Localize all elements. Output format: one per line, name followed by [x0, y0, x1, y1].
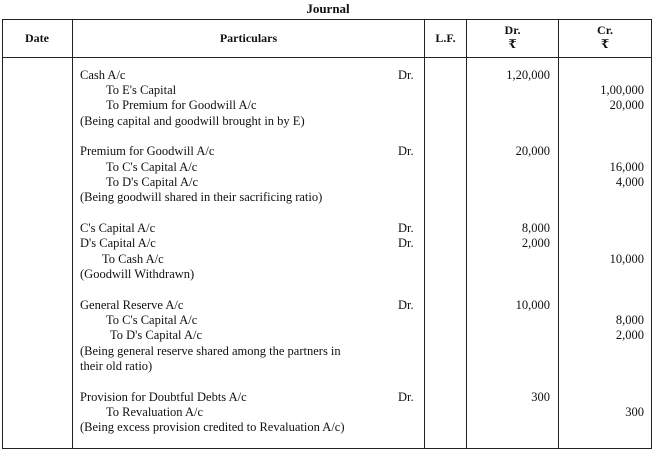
entry-narration: (Being general reserve shared among the … [80, 344, 341, 358]
dr-marker: Dr. [398, 221, 414, 235]
entry-line-text: To C's Capital A/c [106, 313, 198, 327]
dr-marker: Dr. [398, 298, 414, 312]
entry-line-text: D's Capital A/c [80, 236, 156, 250]
credit-amount: 8,000 [615, 313, 644, 327]
dr-marker: Dr. [398, 68, 414, 82]
entry-narration: (Being goodwill shared in their sacrific… [80, 190, 323, 204]
entry-line-text: General Reserve A/c [80, 298, 184, 312]
entry-line-text: Provision for Doubtful Debts A/c [80, 390, 247, 404]
entry-narration: (Being excess provision credited to Reva… [80, 420, 345, 434]
date-column-divider [72, 19, 73, 449]
header-debit: Dr. [504, 23, 521, 37]
credit-amount: 16,000 [609, 160, 644, 174]
entry-line-text: To D's Capital A/c [110, 328, 202, 342]
journal-title: Journal [306, 1, 350, 16]
header-divider [2, 57, 652, 58]
debit-amount: 8,000 [521, 221, 550, 235]
entry-line-text: To D's Capital A/c [106, 175, 198, 189]
dr-marker: Dr. [398, 144, 414, 158]
entry-line-text: To E's Capital [106, 83, 177, 97]
particulars-column-divider [424, 19, 425, 449]
entry-line-text: To Revaluation A/c [106, 405, 204, 419]
credit-amount: 20,000 [609, 98, 644, 112]
entry-line-text: C's Capital A/c [80, 221, 156, 235]
header-lf: L.F. [435, 31, 456, 45]
debit-amount: 20,000 [515, 144, 550, 158]
entry-line-text: Premium for Goodwill A/c [80, 144, 215, 158]
entry-narration: (Being capital and goodwill brought in b… [80, 114, 305, 128]
debit-amount: 2,000 [521, 236, 550, 250]
debit-amount: 10,000 [515, 298, 550, 312]
credit-amount: 4,000 [615, 175, 644, 189]
header-credit-unit: ₹ [600, 37, 610, 51]
header-date: Date [25, 31, 49, 45]
credit-amount: 2,000 [615, 328, 644, 342]
lf-column-divider [466, 19, 467, 449]
header-debit-unit: ₹ [508, 37, 517, 51]
entry-line-text: Cash A/c [80, 68, 126, 82]
debit-amount: 1,20,000 [506, 68, 550, 82]
debit-amount: 300 [531, 390, 550, 404]
credit-amount: 1,00,000 [600, 83, 644, 97]
entry-line-text: To Cash A/c [102, 252, 164, 266]
dr-marker: Dr. [398, 236, 414, 250]
entry-narration: (Goodwill Withdrawn) [80, 267, 195, 281]
entry-line-text: To Premium for Goodwill A/c [106, 98, 257, 112]
credit-amount: 10,000 [609, 252, 644, 266]
debit-column-divider [558, 19, 559, 449]
entry-line-text: To C's Capital A/c [106, 160, 198, 174]
header-credit: Cr. [597, 23, 613, 37]
dr-marker: Dr. [398, 390, 414, 404]
header-particulars: Particulars [219, 31, 278, 45]
credit-amount: 300 [625, 405, 644, 419]
entry-narration: their old ratio) [80, 359, 153, 373]
